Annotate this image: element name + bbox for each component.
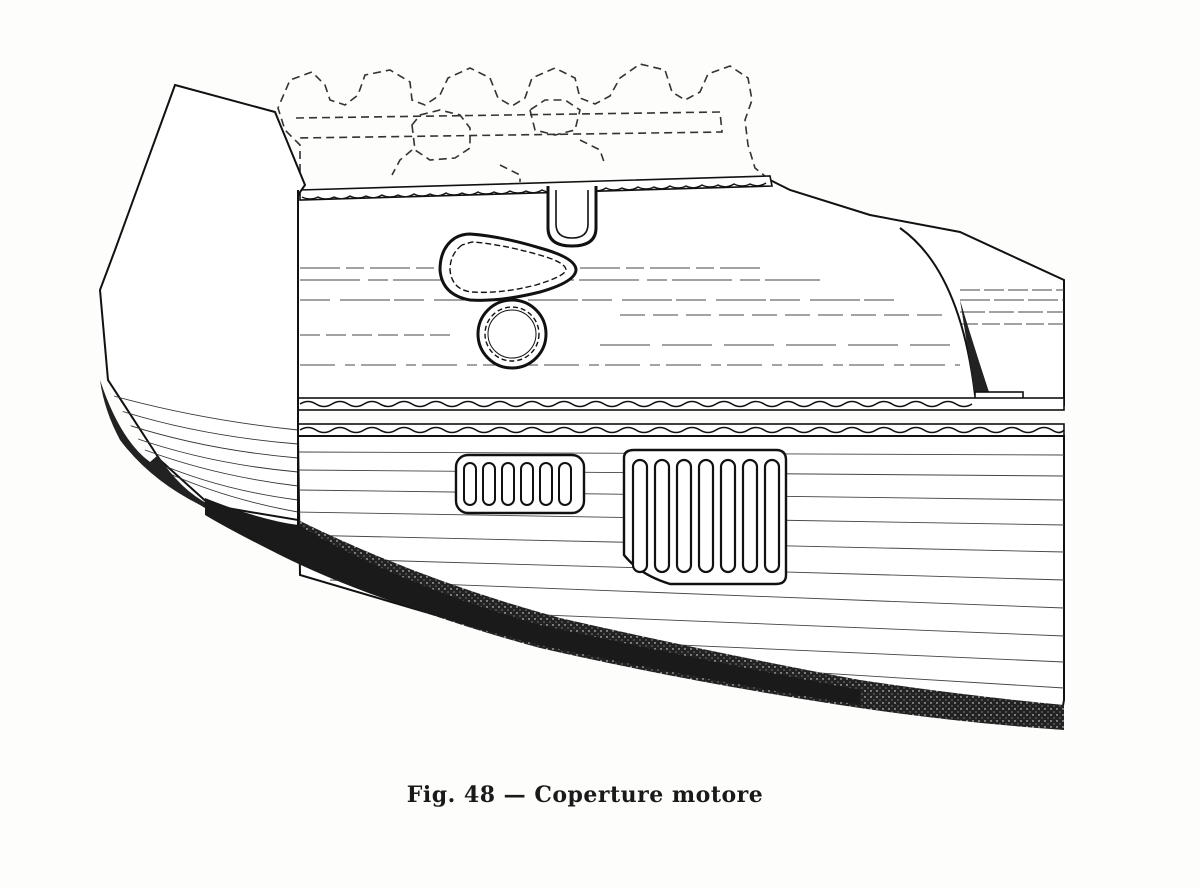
round-filler-cap	[476, 298, 548, 370]
large-louvre-grille	[622, 448, 788, 586]
top-access-hatch	[546, 186, 598, 248]
small-louvre-grille	[454, 453, 586, 515]
upper-cover-panel	[297, 175, 1065, 406]
nose-cowl-panel	[98, 83, 307, 540]
figure-caption: Fig. 48 — Coperture motore	[406, 782, 764, 808]
middle-seam-rivets	[297, 397, 1065, 437]
engine-ghost-outline	[277, 63, 771, 185]
engine-cover-illustration	[98, 63, 1065, 730]
teardrop-inspection-hatch	[438, 232, 578, 302]
